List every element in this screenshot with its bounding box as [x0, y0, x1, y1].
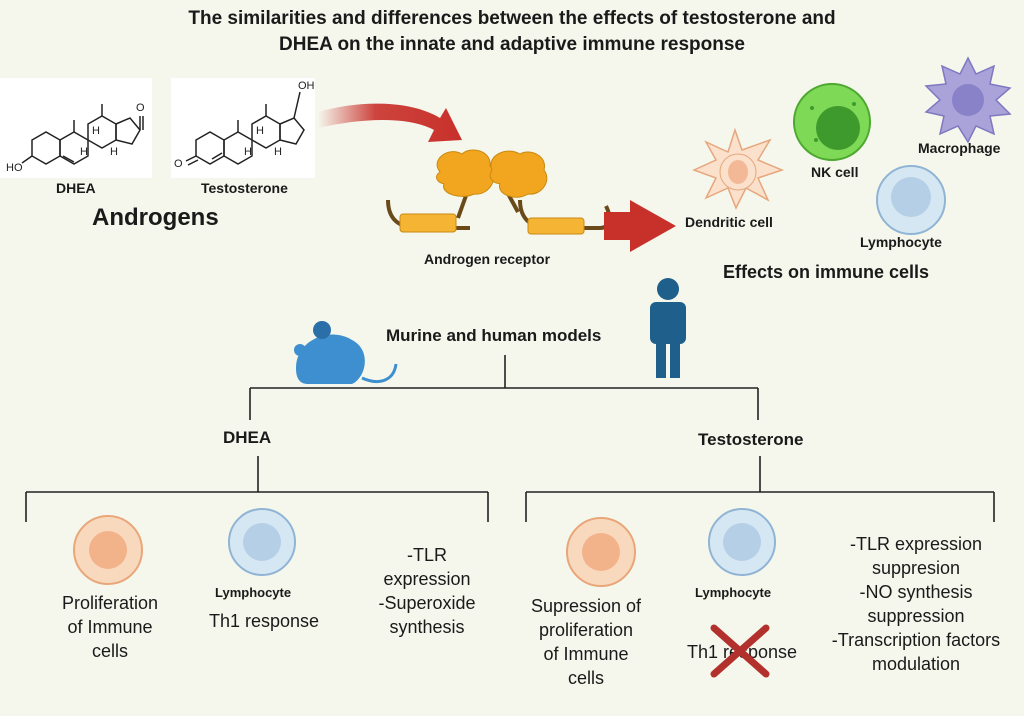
testosterone-atom-h1: H	[256, 125, 264, 137]
curved-arrow-icon	[318, 103, 462, 142]
testosterone-atom-h3: H	[274, 146, 282, 158]
title-line-1: The similarities and differences between…	[188, 8, 836, 29]
androgens-label: Androgens	[92, 204, 219, 231]
dhea-atom-ho: HO	[6, 162, 23, 174]
dhea-branch-label: DHEA	[223, 428, 272, 447]
human-icon	[650, 278, 686, 378]
testosterone-effect-suppression: Supression of proliferation of Immune ce…	[512, 594, 660, 690]
effects-caption: Effects on immune cells	[723, 262, 930, 282]
text-line: modulation	[871, 654, 961, 674]
dhea-effect-tlr: -TLR expression -Superoxide synthesis	[366, 543, 488, 639]
text-line: -TLR expression	[849, 534, 983, 554]
mouse-icon	[294, 321, 398, 384]
testosterone-proliferation-cell-icon	[566, 517, 636, 587]
testosterone-atom-h2: H	[244, 146, 252, 158]
text-line: cells	[567, 668, 604, 688]
macrophage-icon	[924, 56, 1012, 144]
text-line: synthesis	[389, 617, 465, 637]
testosterone-effect-th1: Th1 response	[686, 642, 798, 662]
androgen-receptor-icon	[386, 149, 612, 235]
macrophage-label: Macrophage	[918, 140, 1001, 156]
text-line: Proliferation	[61, 593, 159, 613]
page-title: The similarities and differences between…	[0, 6, 1024, 58]
testosterone-atom-oh: OH	[298, 80, 315, 92]
text-line: of Immune	[67, 617, 153, 637]
text-line: -TLR	[407, 545, 447, 565]
text-line: proliferation	[538, 620, 634, 640]
dhea-molecule-label: DHEA	[56, 180, 96, 196]
dendritic-cell-label: Dendritic cell	[685, 214, 773, 230]
testosterone-atom-o: O	[174, 158, 183, 170]
text-line: cells	[91, 641, 128, 661]
dhea-atom-h2: H	[80, 146, 88, 158]
right-arrow-icon	[604, 200, 676, 252]
testosterone-branch-label: Testosterone	[698, 430, 804, 449]
dhea-effect-proliferation: Proliferation of Immune cells	[30, 591, 190, 663]
testosterone-molecule-icon	[185, 91, 305, 166]
text-line: suppresion	[871, 558, 961, 578]
text-line: expression	[383, 569, 471, 589]
dhea-atom-h3: H	[110, 146, 118, 158]
lymphocyte-top-label: Lymphocyte	[860, 234, 942, 250]
text-line: -Transcription factors	[831, 630, 1001, 650]
text-line: -NO synthesis	[859, 582, 973, 602]
testosterone-effect-tlr: -TLR expression suppresion -NO synthesis…	[810, 532, 1022, 676]
dhea-effect-th1: Th1 response	[208, 611, 320, 631]
tree-lines	[25, 355, 995, 522]
nk-cell-label: NK cell	[811, 164, 859, 180]
dhea-molecule-icon	[21, 104, 144, 165]
testosterone-molecule-label: Testosterone	[201, 180, 288, 196]
text-line: Supression of	[530, 596, 642, 616]
dhea-lymphocyte-icon	[228, 508, 296, 576]
dendritic-cell-icon	[692, 127, 785, 210]
dhea-atom-h1: H	[92, 125, 100, 137]
lymphocyte-top-icon	[876, 165, 946, 235]
dhea-proliferation-cell-icon	[73, 515, 143, 585]
androgen-receptor-label: Androgen receptor	[424, 251, 551, 267]
dhea-atom-o: O	[136, 102, 145, 114]
text-line: -Superoxide	[378, 593, 476, 613]
testosterone-lymphocyte-icon	[708, 508, 776, 576]
dhea-lymphocyte-label: Lymphocyte	[215, 585, 292, 600]
models-label: Murine and human models	[386, 326, 602, 345]
text-line: of Immune	[543, 644, 629, 664]
nk-cell-icon	[793, 83, 871, 161]
testosterone-lymphocyte-label: Lymphocyte	[695, 585, 772, 600]
title-line-2: DHEA on the innate and adaptive immune r…	[279, 34, 745, 55]
text-line: suppression	[867, 606, 965, 626]
